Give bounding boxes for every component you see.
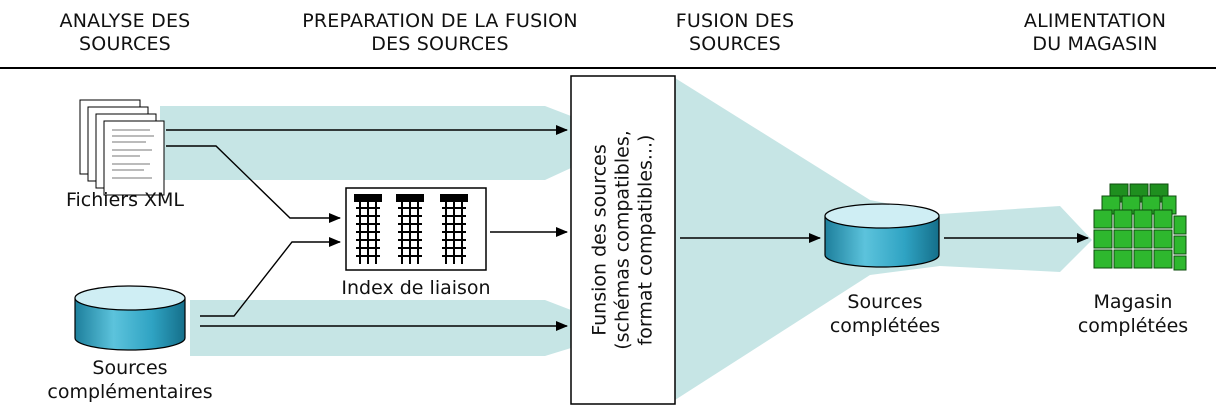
fusion-box-outline xyxy=(570,75,676,405)
arrow-xml-to-index xyxy=(166,145,341,223)
flow-arrows xyxy=(166,125,1089,331)
header-analyse-line2: SOURCES xyxy=(79,33,171,55)
header-preparation: PREPARATION DE LA FUSION DES SOURCES xyxy=(270,10,610,56)
band-fusion-funnel xyxy=(675,78,870,400)
label-index: Index de liaison xyxy=(341,277,491,299)
header-fusion-line2: SOURCES xyxy=(689,33,781,55)
fusion-label-line1: Funsion des sources xyxy=(588,144,611,336)
header-alimentation: ALIMENTATION DU MAGASIN xyxy=(995,10,1195,56)
index-grid-icon xyxy=(345,187,487,271)
band-complementary xyxy=(190,300,571,356)
band-xml xyxy=(160,106,571,180)
label-warehouse-line2: complétées xyxy=(1077,315,1189,337)
label-completed-line1: Sources xyxy=(847,291,923,313)
database-cylinder-icon xyxy=(824,203,940,268)
document-stack-icon xyxy=(79,99,165,196)
header-analyse-line1: ANALYSE DES xyxy=(59,10,191,32)
header-analyse: ANALYSE DES SOURCES xyxy=(20,10,230,56)
label-complementary-sources: Sources complémentaires xyxy=(10,356,250,404)
fusion-label: Funsion des sources (schémas compatibles… xyxy=(589,80,658,400)
label-complementary-line2: complémentaires xyxy=(47,381,213,403)
header-preparation-line1: PREPARATION DE LA FUSION xyxy=(302,10,578,32)
header-fusion: FUSION DES SOURCES xyxy=(640,10,830,56)
arrow-comp-to-index xyxy=(200,237,341,317)
label-warehouse: Magasin complétées xyxy=(1050,290,1216,338)
label-completed-line2: complétées xyxy=(829,315,941,337)
fusion-label-line3: format compatibles...) xyxy=(634,134,657,346)
data-cube-icon xyxy=(1093,183,1187,271)
label-xml-files: Fichiers XML xyxy=(65,189,185,211)
header-fusion-line1: FUSION DES xyxy=(675,10,795,32)
label-completed-sources: Sources complétées xyxy=(790,290,980,338)
database-cylinder-icon xyxy=(74,285,186,351)
header-preparation-line2: DES SOURCES xyxy=(371,33,509,55)
fusion-label-line2: (schémas compatibles, xyxy=(611,130,634,350)
label-complementary-line1: Sources xyxy=(92,357,168,379)
label-warehouse-line1: Magasin xyxy=(1093,291,1173,313)
header-alimentation-line2: DU MAGASIN xyxy=(1032,33,1158,55)
header-alimentation-line1: ALIMENTATION xyxy=(1023,10,1167,32)
